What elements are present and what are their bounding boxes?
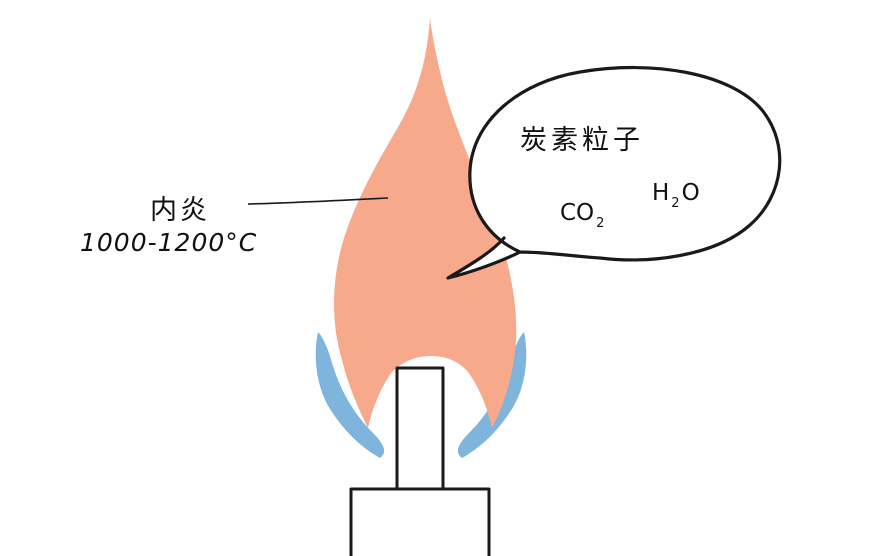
burner-base bbox=[349, 487, 491, 556]
outer-flame-left bbox=[315, 332, 385, 458]
formula-co2-main: CO bbox=[560, 200, 595, 226]
bubble-title: 炭素粒子 bbox=[520, 125, 644, 156]
formula-co2-subscript: 2 bbox=[596, 216, 605, 231]
formula-h2o-tail: O bbox=[681, 180, 700, 206]
inner-flame-temperature: 1000-1200°C bbox=[80, 228, 258, 257]
inner-flame bbox=[334, 18, 517, 428]
burner-tube bbox=[395, 366, 445, 488]
formula-h2o-main: H bbox=[652, 180, 670, 206]
outer-flame-right bbox=[457, 332, 527, 458]
speech-bubble bbox=[446, 65, 782, 280]
inner-flame-pointer bbox=[247, 197, 389, 205]
inner-flame-label: 内炎 bbox=[150, 195, 210, 226]
formula-h2o-subscript: 2 bbox=[671, 196, 680, 211]
